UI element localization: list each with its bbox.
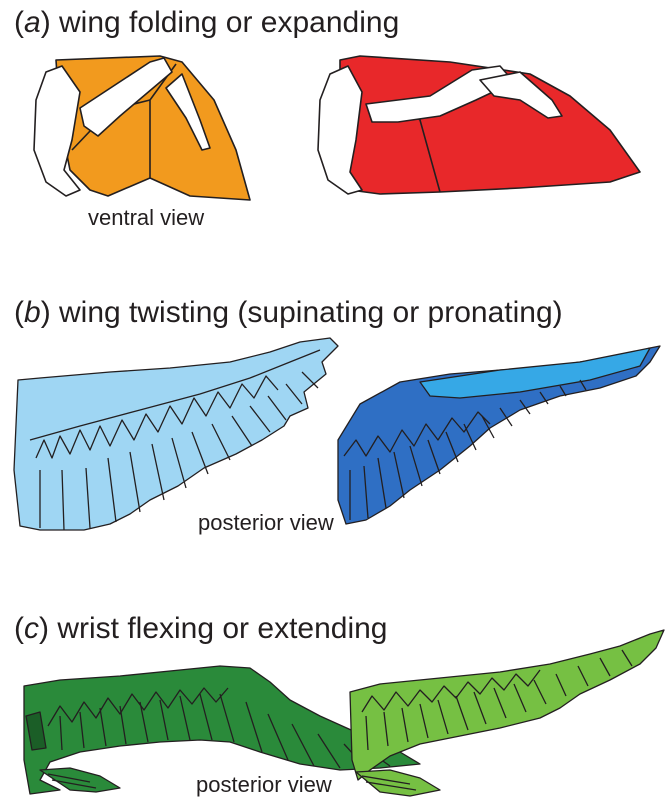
panel-c-extended-wing — [350, 630, 664, 796]
panel-c-view-label: posterior view — [194, 772, 334, 798]
